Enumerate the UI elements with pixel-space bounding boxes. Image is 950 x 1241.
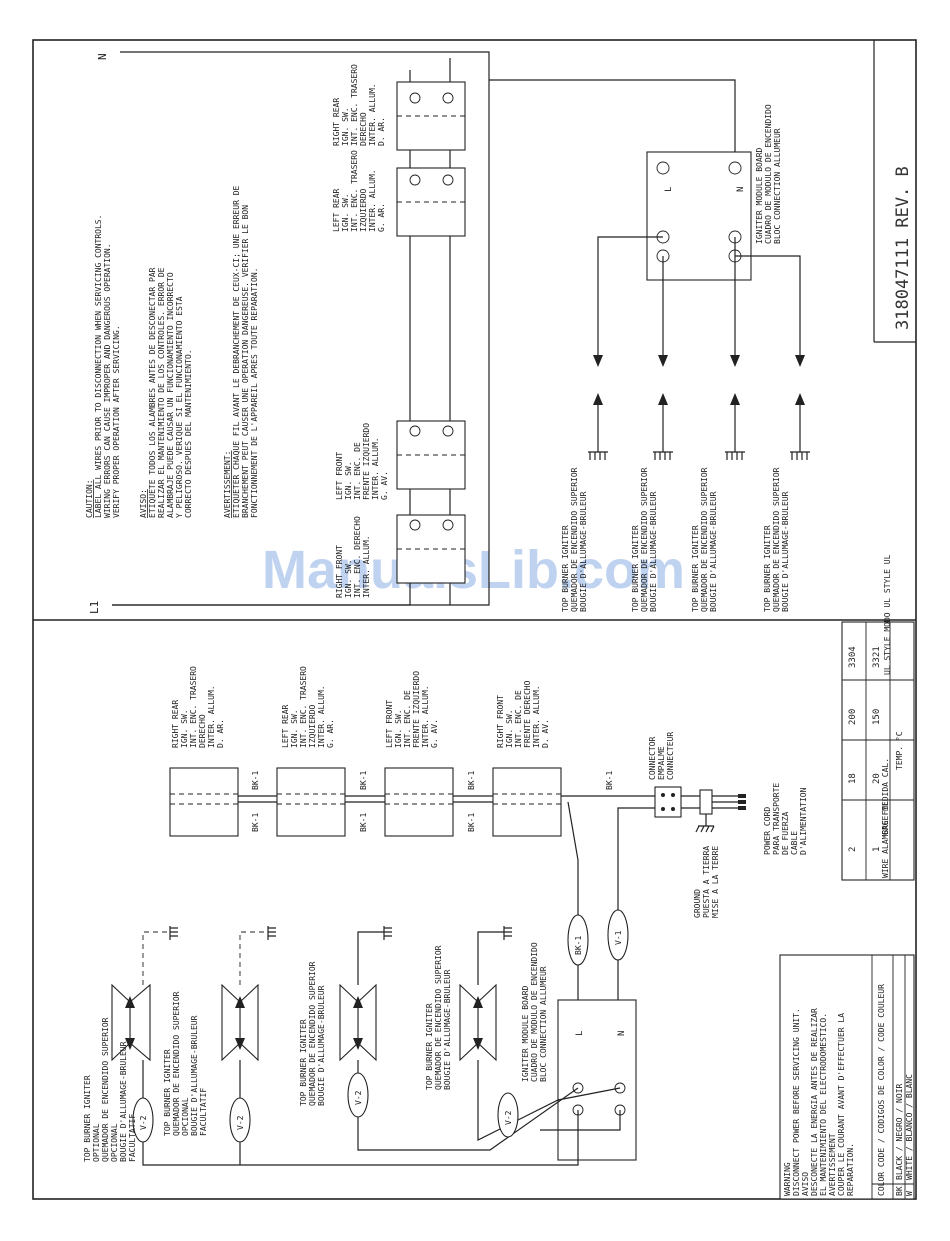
igniter-label-optional-1: TOP BURNER IGNITER OPTIONAL QUEMADOR DE … (83, 1013, 137, 1162)
table-header-gage: GAGE MEDIDA CAL. (881, 758, 890, 835)
table-cell-2-ul: 3304 (848, 646, 858, 668)
color-code-title: COLOR CODE / CODIGOS DE COLOR / CODE COU… (877, 984, 886, 1196)
v-2-tag-3 (347, 1072, 369, 1118)
wiring-module-n: N (617, 1031, 627, 1036)
schematic-switch-left-front (396, 420, 466, 490)
wiring-switch-left-rear (276, 767, 346, 837)
table-cell-1-wire: 1 (872, 847, 882, 852)
igniter-label-optional-2: TOP BURNER IGNITER QUEMADOR DE ENCENDIDO… (163, 987, 208, 1136)
color-code-bk-name: BLACK / NEGRO / NOIR (895, 1083, 904, 1180)
table-cell-1-temp: 150 (872, 709, 882, 725)
table-cell-2-temp: 200 (848, 709, 858, 725)
schematic-igniter-label-4: TOP BURNER IGNITER QUEMADOR DE ENCENDIDO… (763, 463, 790, 612)
table-cell-1-gage: 20 (872, 773, 882, 784)
power-cord-label: POWER CORD PARA TRANSPORTE DE FUERZA CAB… (763, 778, 808, 855)
schematic-igniter-label-2: TOP BURNER IGNITER QUEMADOR DE ENCENDIDO… (631, 463, 658, 612)
wire-label-bk-3: BK-1 (359, 771, 368, 790)
warning-block: WARNING DISCONNECT POWER BEFORE SERVICIN… (779, 954, 915, 1200)
caution-text: CAUTION: LABEL ALL WIRES PRIOR TO DISCON… (85, 210, 121, 518)
schematic-switch-right-front (396, 514, 466, 584)
v-1-wire-tag (607, 909, 629, 961)
v-2-tag-2 (229, 1097, 251, 1143)
wiring-module-l: L (575, 1031, 585, 1036)
table-header-wire: WIRE ALAMBRE FIL (881, 801, 890, 878)
n-label: N (96, 53, 109, 60)
svg-text:V-1: V-1 (614, 930, 623, 945)
wiring-switch-label-lf: LEFT FRONT IGN. SW. INT. ENC. DE FRENTE … (385, 666, 439, 748)
svg-text:BK-1: BK-1 (574, 936, 583, 955)
wire-label-bk-2: BK-1 (251, 813, 260, 832)
wiring-section: RIGHT REAR IGN. SW. INT. ENC. TRASERO DE… (83, 661, 808, 1166)
warning-text: WARNING DISCONNECT POWER BEFORE SERVICIN… (783, 1003, 855, 1196)
ground-label: GROUND PUESTA A TIERRA MISE A LA TERRE (693, 841, 720, 918)
schematic-switch-label-rr: RIGHT REAR IGN. SW. INT. ENC. TRASERO DE… (332, 59, 386, 146)
schematic-switch-label-rf: RIGHT FRONT IGN. SW. INT. ENC. DERECHO I… (335, 511, 371, 598)
bk-1-wire-tag (567, 914, 589, 966)
igniter-label-4: TOP BURNER IGNITER QUEMADOR DE ENCENDIDO… (425, 941, 452, 1090)
wiring-igniter-1 (111, 983, 151, 1062)
schematic-switch-right-rear (396, 81, 466, 151)
schematic-switch-label-lr: LEFT REAR IGN. SW. INT. ENC. TRASERO IZQ… (332, 145, 386, 232)
schematic-igniter-module: L N (646, 151, 752, 281)
table-cell-1-ul: 3321 (872, 646, 882, 668)
watermark: ManualsLib.com (262, 540, 685, 600)
igniter-label-3: TOP BURNER IGNITER QUEMADOR DE ENCENDIDO… (299, 957, 326, 1106)
wiring-module-label: IGNITER MODULE BOARD CUADRO DE MODULO DE… (521, 937, 548, 1082)
svg-text:V-2: V-2 (504, 1110, 513, 1125)
wire-table: UL STYLE MODO UL STYLE UL TEMP. °C GAGE … (841, 554, 915, 881)
wire-label-bk-1: BK-1 (251, 771, 260, 790)
color-code-bk: BK (895, 1186, 904, 1196)
color-code-w: W (905, 1191, 914, 1196)
wiring-igniter-module: L N (557, 999, 637, 1161)
wiring-switch-label-lr: LEFT REAR IGN. SW. INT. ENC. TRASERO IZQ… (281, 661, 335, 748)
table-cell-2-gage: 18 (848, 773, 858, 784)
wiring-switch-right-rear (169, 767, 239, 837)
schematic-switch-left-rear (396, 167, 466, 237)
v-2-tag-4 (497, 1092, 519, 1138)
schematic-switch-label-lf: LEFT FRONT IGN. SW. INT. ENC. DE FRENTE … (335, 418, 389, 500)
table-header-temp: TEMP. °C (895, 731, 904, 770)
wire-label-bk-5: BK-1 (467, 771, 476, 790)
svg-text:V-2: V-2 (139, 1115, 148, 1130)
part-number: 318047111 REV. B (893, 166, 913, 330)
schematic-module-n: N (736, 187, 746, 192)
svg-text:V-2: V-2 (236, 1115, 245, 1130)
wiring-switch-label-rr: RIGHT REAR IGN. SW. INT. ENC. TRASERO DE… (171, 661, 225, 748)
wire-label-bk-7: BK-1 (605, 771, 614, 790)
schematic-module-l: L (664, 187, 674, 192)
wire-label-bk-6: BK-1 (467, 813, 476, 832)
wiring-switch-right-front (492, 767, 562, 837)
connector-label: CONNECTOR EMPALME CONNECTEUR (648, 732, 675, 780)
wiring-switch-left-front (384, 767, 454, 837)
schematic-igniter-label-1: TOP BURNER IGNITER QUEMADOR DE ENCENDIDO… (561, 463, 588, 612)
color-code-w-name: WHITE / BLANCO / BLANC (905, 1074, 914, 1180)
avertissement-text: AVERTISSEMENT: ETIQUETER CHAQUE FIL AVAN… (223, 181, 259, 518)
wiring-igniter-4 (459, 983, 497, 1062)
schematic-section: L1 N (85, 51, 810, 614)
svg-text:V-2: V-2 (354, 1090, 363, 1105)
wiring-igniter-2 (221, 983, 259, 1062)
wiring-igniter-3 (339, 983, 377, 1062)
table-header-ul-style: UL STYLE MODO UL STYLE UL (883, 554, 892, 675)
aviso-text: AVISO: ETIQUETE TODOS LOS ALAMBRES ANTES… (139, 263, 193, 518)
v-2-tag-1 (132, 1097, 154, 1143)
wire-label-bk-4: BK-1 (359, 813, 368, 832)
l1-label: L1 (88, 601, 101, 614)
schematic-igniter-label-3: TOP BURNER IGNITER QUEMADOR DE ENCENDIDO… (691, 463, 718, 612)
wiring-connector (654, 786, 682, 818)
table-cell-2-wire: 2 (848, 847, 858, 852)
wiring-switch-label-rf: RIGHT FRONT IGN. SW. INT. ENC. DE FRENTE… (496, 676, 550, 748)
schematic-module-label: IGNITER MODULE BOARD CUADRO DE MODULO DE… (755, 99, 782, 244)
